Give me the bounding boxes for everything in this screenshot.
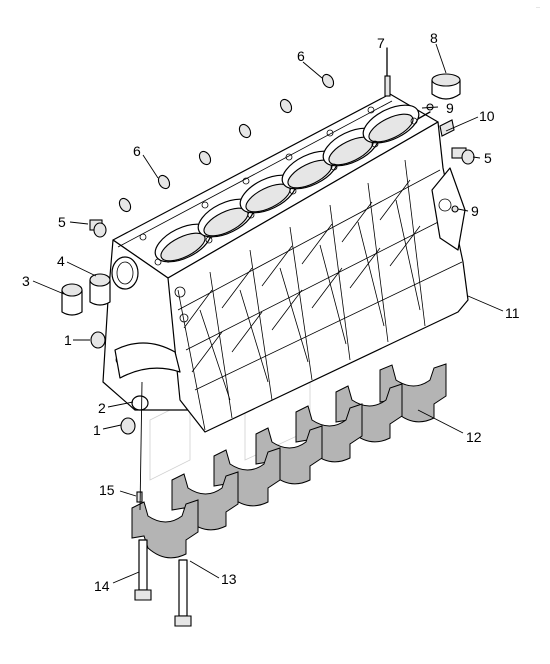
callout-4: 4 [57,253,65,269]
block-ribs [177,159,463,431]
callout-1: 1 [93,422,101,438]
o-ring-2 [131,395,149,411]
callout-6: 6 [297,48,305,64]
dowel-pin [384,47,391,97]
leader-lines [32,43,504,584]
callout-9: 9 [446,100,454,116]
cylinder-block [102,93,469,433]
cylinder-bores [154,104,420,263]
callout-11: 11 [505,305,520,321]
corner-mark: — [536,4,540,9]
threaded-plug-left [89,219,107,238]
callout-9: 9 [471,203,479,219]
callout-6: 6 [133,143,141,159]
callout-labels: 7 8 6 9 10 5 6 9 5 4 3 11 1 2 1 12 15 14… [22,30,520,594]
callout-12: 12 [466,429,482,445]
callout-5: 5 [484,150,492,166]
callout-8: 8 [430,30,438,46]
callout-13: 13 [221,571,237,587]
deck-bolt-holes [139,106,418,266]
callout-2: 2 [98,400,106,416]
callout-3: 3 [22,273,30,289]
seal-rings [61,273,111,316]
threaded-plug-right [451,147,475,165]
plug-1-upper [90,331,106,349]
plug-9-lower [451,205,459,213]
callout-5: 5 [58,214,66,230]
callout-14: 14 [94,578,110,594]
callout-1: 1 [64,332,72,348]
callout-7: 7 [377,35,385,51]
plug-1-lower [120,417,136,435]
fitting-10 [439,119,455,137]
main-bearing-bolts [134,491,192,627]
expansion-plugs-row [118,73,335,213]
main-bearing-caps [131,363,447,559]
callout-15: 15 [99,482,115,498]
callout-10: 10 [479,108,495,124]
cylinder-sleeve [431,73,461,100]
